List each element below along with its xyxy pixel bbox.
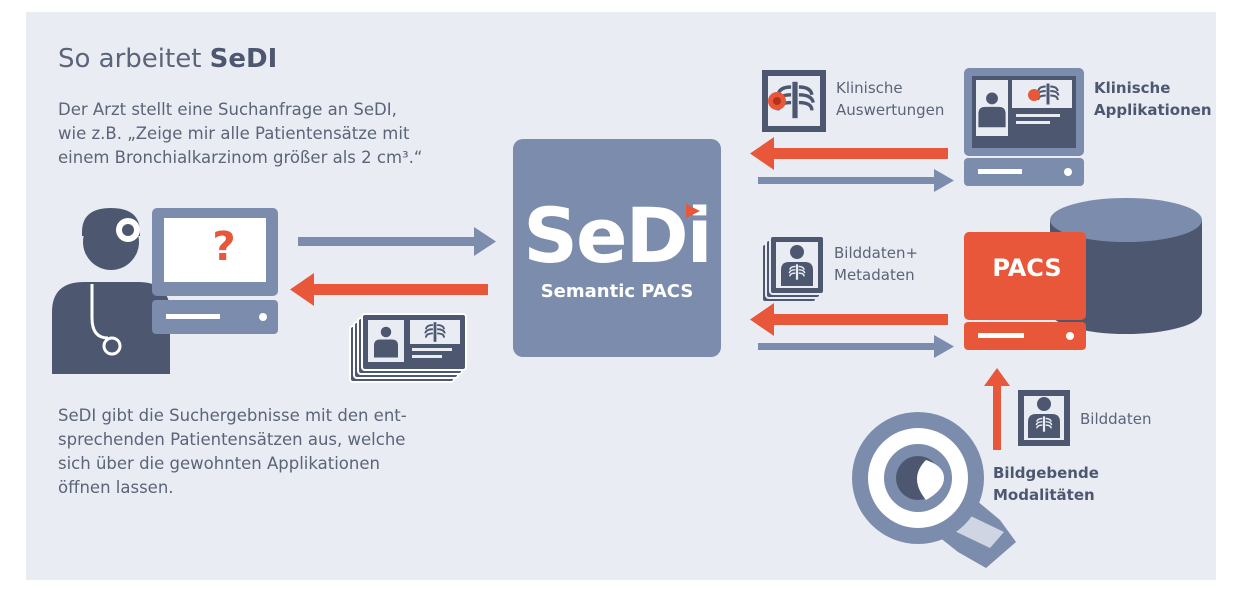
arrow-sedi-to-pacs — [758, 335, 954, 358]
result-line-1: SeDI gibt die Suchergebnisse mit den ent… — [58, 406, 407, 425]
doctor-icon — [52, 208, 170, 374]
page-title: So arbeitet SeDI — [58, 44, 278, 74]
sedi-logo-triangle-icon — [686, 204, 700, 218]
arrow-modality-to-pacs — [984, 368, 1010, 450]
result-line-3: sich über die gewohnten Applikationen — [58, 454, 380, 473]
arrow-pacs-to-sedi — [750, 303, 948, 336]
clinical-evaluation-icon — [762, 70, 826, 132]
arrow-results-to-doctor — [290, 273, 488, 306]
sedi-logo: SeDi — [523, 191, 712, 280]
sedi-subtitle: Semantic PACS — [540, 281, 694, 302]
arrow-query-to-sedi — [298, 227, 496, 256]
image-data-icon — [1018, 390, 1070, 446]
label-bilddaten-metadaten-1: Bilddaten+ — [834, 244, 919, 262]
label-bildgebende-modalitaeten-2: Modalitäten — [993, 486, 1095, 504]
label-klinische-applikationen-1: Klinische — [1094, 79, 1171, 97]
monitor-icon — [152, 208, 278, 334]
clinical-application-monitor-icon — [964, 68, 1084, 186]
query-line-2: wie z.B. „Zeige mir alle Patientensätze … — [58, 124, 410, 143]
result-line-2: sprechenden Patientensätzen aus, welche — [58, 430, 406, 449]
sedi-box — [513, 139, 721, 357]
ct-scanner-icon — [852, 412, 1016, 568]
label-klinische-auswertungen-2: Auswertungen — [836, 101, 945, 119]
label-bilddaten-metadaten-2: Metadaten — [834, 266, 915, 284]
pacs-terminal-icon — [964, 232, 1086, 350]
query-line-3: einem Bronchialkarzinom größer als 2 cm³… — [58, 148, 423, 167]
label-bilddaten: Bilddaten — [1080, 410, 1152, 428]
title-brand: SeDI — [209, 44, 278, 74]
label-klinische-auswertungen-1: Klinische — [836, 79, 903, 97]
result-line-4: öffnen lassen. — [58, 478, 174, 497]
arrow-sedi-to-app — [758, 169, 954, 192]
question-mark: ? — [212, 224, 236, 270]
image-metadata-icon — [761, 235, 825, 303]
query-line-1: Der Arzt stellt eine Suchanfrage an SeDI… — [58, 100, 397, 119]
label-klinische-applikationen-2: Applikationen — [1094, 101, 1212, 119]
pacs-label: PACS — [992, 254, 1062, 282]
label-bildgebende-modalitaeten-1: Bildgebende — [993, 464, 1099, 482]
arrow-app-to-sedi — [750, 137, 948, 170]
xray-stack-icon — [349, 313, 467, 383]
